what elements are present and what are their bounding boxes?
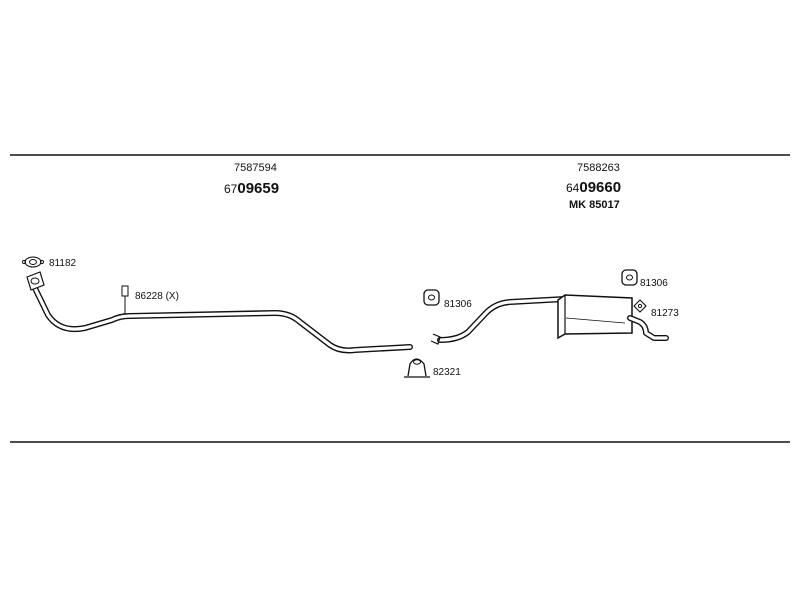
muffler-hanger-part-number: 81306 <box>640 278 668 289</box>
clamp-part-number: 86228 (X) <box>135 291 179 302</box>
front-assembly-prefix: 67 <box>224 182 238 196</box>
front-assembly-code: 7587594 <box>234 162 277 174</box>
rear-assembly-kit: MK 85017 <box>569 199 620 211</box>
gasket-part-number: 81182 <box>49 258 77 269</box>
rear-pipe-hanger-part-number: 81306 <box>444 299 472 310</box>
front-assembly-number: 6709659 <box>224 180 279 197</box>
rear-assembly-number: 6409660 <box>566 179 621 196</box>
tailpipe-hanger-part-number: 81273 <box>651 308 679 319</box>
hanger-icon <box>423 289 440 306</box>
u-clamp-icon <box>404 358 430 378</box>
rear-assembly-code: 7588263 <box>577 162 620 174</box>
rear-pipe <box>437 296 568 343</box>
front-pipe <box>29 279 413 354</box>
joint-clamp-part-number: 82321 <box>433 367 461 378</box>
tailpipe <box>627 315 669 341</box>
hanger-icon <box>621 269 638 286</box>
flange-icon <box>26 271 45 291</box>
rear-assembly-main: 09660 <box>579 179 621 196</box>
clamp-icon <box>121 285 129 314</box>
muffler <box>557 294 633 340</box>
gasket-icon <box>21 256 45 268</box>
tailpipe-hanger-icon <box>633 299 647 313</box>
rear-assembly-prefix: 64 <box>566 181 580 195</box>
pipe-end-icon <box>430 333 441 345</box>
front-assembly-main: 09659 <box>237 180 279 197</box>
